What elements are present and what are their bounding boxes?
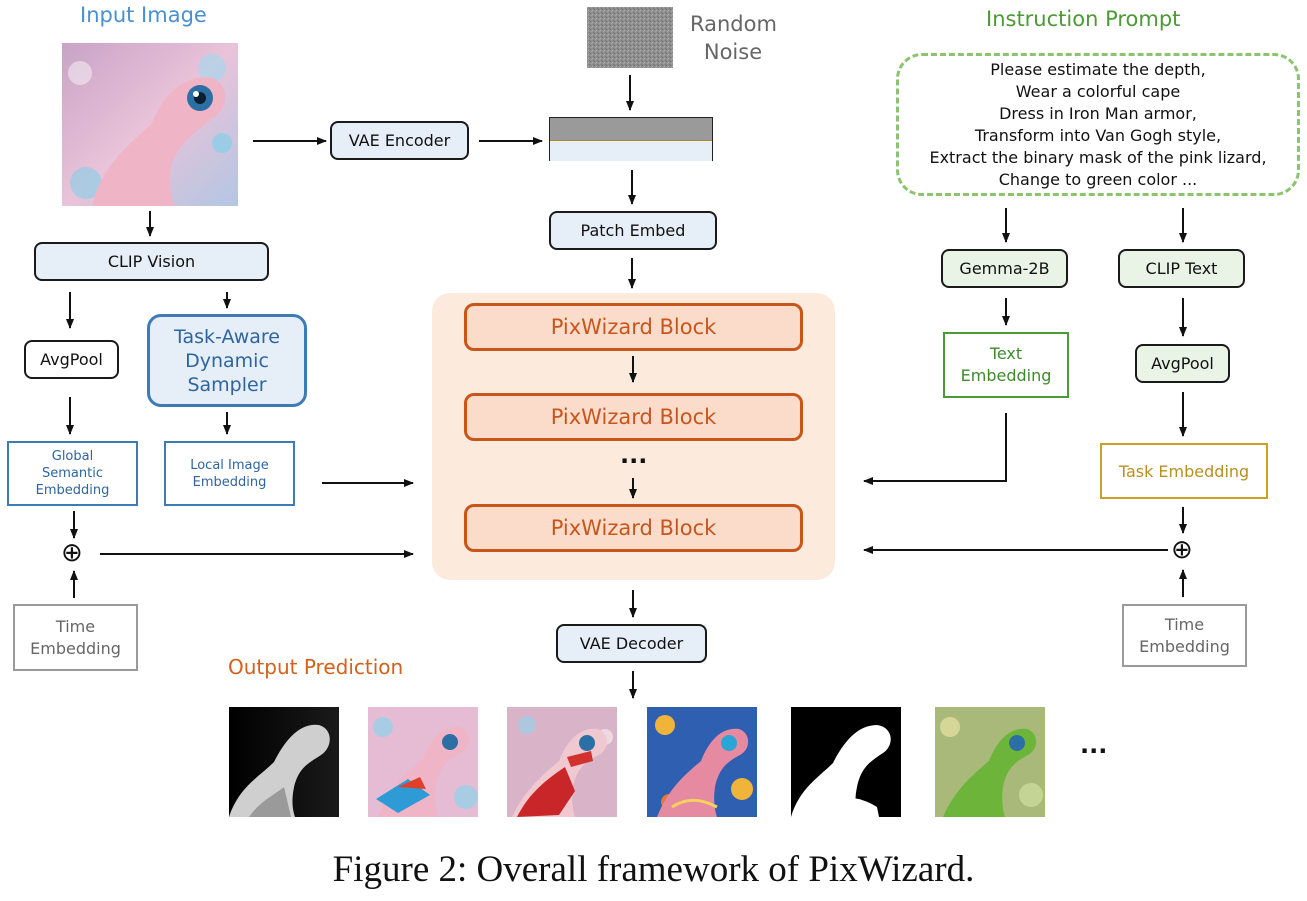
sum-operator-right: ⊕: [1171, 535, 1193, 565]
pixwizard-block-1: PixWizard Block: [464, 303, 803, 351]
local-image-embedding-box: Local Image Embedding: [164, 441, 295, 506]
input-lizard-image: [62, 43, 238, 206]
noise-latent-segment: [550, 118, 712, 141]
task-embedding-box: Task Embedding: [1100, 443, 1268, 499]
patch-embed-box: Patch Embed: [549, 211, 717, 250]
random-noise-title: Random Noise: [690, 10, 777, 66]
block-ellipsis: ...: [620, 441, 648, 469]
instruction-prompt-box: Please estimate the depth, Wear a colorf…: [896, 53, 1300, 196]
time-embedding-right-box: Time Embedding: [1122, 604, 1247, 667]
task-aware-dynamic-sampler-box: Task-Aware Dynamic Sampler: [147, 314, 307, 407]
random-noise-label-line2: Noise: [703, 40, 763, 64]
prompt-line-4: Transform into Van Gogh style,: [974, 125, 1222, 145]
prompt-line-1: Please estimate the depth,: [990, 59, 1206, 79]
text-embedding-line2: Embedding: [960, 366, 1052, 385]
pixwizard-block-2: PixWizard Block: [464, 393, 803, 441]
random-noise-label-line1: Random: [690, 12, 777, 36]
clip-vision-box: CLIP Vision: [34, 242, 269, 281]
instruction-prompt-title: Instruction Prompt: [986, 7, 1181, 31]
input-image-title: Input Image: [80, 3, 207, 27]
output-depth-map: [229, 707, 339, 817]
prompt-line-2: Wear a colorful cape: [1015, 81, 1181, 101]
vae-decoder-box: VAE Decoder: [556, 624, 707, 663]
image-latent-segment: [550, 141, 712, 161]
text-embedding-box: Text Embedding: [943, 332, 1069, 398]
time-left-line1: Time: [55, 616, 96, 636]
time-embedding-left-box: Time Embedding: [13, 604, 138, 671]
output-iron-man-armor: [507, 707, 617, 817]
outputs-ellipsis: ...: [1080, 731, 1108, 759]
random-noise-image: [587, 7, 673, 68]
time-right-line2: Embedding: [1139, 636, 1230, 656]
figure-caption: Figure 2: Overall framework of PixWizard…: [332, 849, 975, 890]
local-embedding-line1: Local Image: [190, 457, 269, 473]
time-right-line1: Time: [1164, 614, 1205, 634]
clip-text-box: CLIP Text: [1118, 249, 1245, 288]
sampler-label-line3: Sampler: [187, 373, 267, 396]
sampler-label-line2: Dynamic: [185, 349, 269, 372]
gemma-2b-box: Gemma-2B: [941, 249, 1068, 288]
global-embedding-line2: Semantic: [42, 466, 103, 481]
global-embedding-line3: Embedding: [35, 483, 110, 498]
avgpool-right-box: AvgPool: [1135, 344, 1230, 383]
prompt-line-3: Dress in Iron Man armor,: [999, 103, 1197, 123]
output-binary-mask: [791, 707, 901, 817]
sum-operator-left: ⊕: [61, 538, 83, 568]
pixwizard-block-3: PixWizard Block: [464, 504, 803, 552]
global-semantic-embedding-box: Global Semantic Embedding: [7, 441, 138, 506]
global-embedding-line1: Global: [51, 449, 94, 464]
local-embedding-line2: Embedding: [192, 474, 267, 490]
vae-encoder-box: VAE Encoder: [330, 121, 469, 160]
text-embedding-line1: Text: [989, 344, 1023, 363]
output-van-gogh-style: [647, 707, 757, 817]
time-left-line2: Embedding: [30, 638, 121, 658]
prompt-line-6: Change to green color ...: [998, 169, 1198, 189]
output-prediction-title: Output Prediction: [228, 655, 404, 679]
output-colorful-cape: [368, 707, 478, 817]
sampler-label-line1: Task-Aware: [174, 325, 280, 348]
latent-concat-bar: [549, 117, 713, 161]
prompt-line-5: Extract the binary mask of the pink liza…: [929, 147, 1267, 167]
output-green-color: [935, 707, 1045, 817]
avgpool-left-box: AvgPool: [24, 340, 119, 379]
